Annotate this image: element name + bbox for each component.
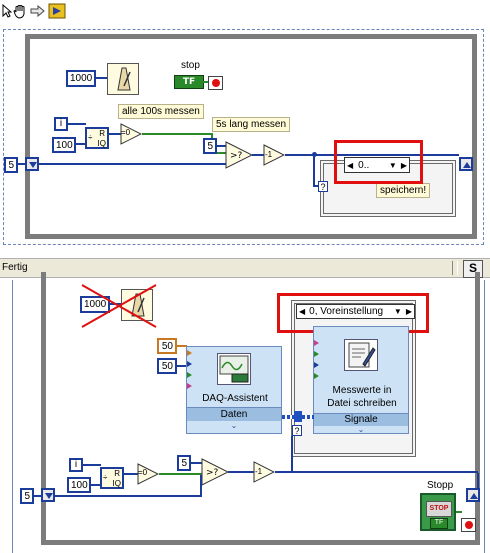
bottom-diagram-right-edge [484,280,485,553]
top-const-5-left[interactable]: 5 [4,157,18,173]
write-file-input[interactable]: Signale [314,413,408,426]
daq-input-terminals [187,350,193,390]
bottom-select-node[interactable]: >? [201,458,229,486]
bottom-quotient-remainder[interactable]: ÷ R IQ [100,467,124,489]
top-diagram-region [3,29,484,245]
top-stop-control[interactable]: TF [174,75,204,89]
top-save-note: speichern! [376,183,431,198]
status-bar: Fertig S [0,258,490,278]
write-file-icon [344,339,378,371]
top-note-100s: alle 100s messen [118,104,204,119]
bottom-const-50-b[interactable]: 50 [157,358,177,374]
bottom-decrement-node[interactable] [253,461,275,483]
write-file-input-terminals [314,340,320,390]
top-shift-register-left[interactable] [25,157,39,171]
pointer-tool-icon[interactable] [2,4,12,18]
daq-expand-chevron-icon[interactable]: ⌄ [230,421,238,430]
bottom-case-next-icon[interactable]: ▶ [405,307,412,316]
top-case-prev-icon[interactable]: ◀ [347,160,354,170]
top-iteration-terminal: i [54,117,68,131]
top-while-loop[interactable] [25,34,477,239]
bottom-const-5-inner[interactable]: 5 [177,455,191,471]
bottom-const-5-left[interactable]: 5 [20,488,34,504]
bottom-case-dropdown-icon[interactable]: ▼ [393,307,402,316]
top-highlight-box [334,140,423,184]
top-case-selector[interactable]: ◀ 0.. ▼ ▶ [344,157,410,173]
bottom-const-50-a[interactable]: 50 [157,338,177,354]
daq-assistant-icon [217,353,251,385]
top-equal-zero[interactable] [120,123,142,145]
top-wait-constant[interactable]: 1000 [66,70,96,87]
bottom-stop-label: Stopp [427,480,454,491]
bottom-while-loop[interactable] [41,272,480,545]
bottom-case-selector[interactable]: ◀ 0, Voreinstellung ▼ ▶ [296,304,415,319]
status-divider [452,261,458,275]
deleted-cross-icon [81,284,157,328]
daq-assistant-title: DAQ-Assistent [202,393,268,404]
step-arrow-icon[interactable] [30,5,46,17]
bottom-stop-button[interactable]: STOP [426,501,452,517]
top-shift-register-right[interactable] [459,157,473,171]
bottom-iteration-terminal: i [69,458,83,472]
svg-text:>?: >? [206,468,219,478]
write-file-title-line2: Datei schreiben [327,398,397,409]
bottom-shift-register-right[interactable] [466,488,480,502]
top-case-next-icon[interactable]: ▶ [400,160,407,170]
write-measurement-file[interactable]: Messwerte in Datei schreiben Signale ⌄ [313,326,409,434]
write-file-expand-chevron-icon[interactable]: ⌄ [357,425,365,434]
top-decrement-node[interactable] [263,144,285,166]
bottom-stop-control[interactable]: STOP TF [420,493,456,531]
bottom-const-100[interactable]: 100 [67,477,91,493]
top-note-5s: 5s lang messen [212,117,291,132]
bottom-equal-zero[interactable] [137,463,159,485]
top-case-dropdown-icon[interactable]: ▼ [388,160,397,170]
bottom-stop-condition-icon[interactable] [461,518,476,532]
top-toolbar [0,0,80,22]
highlight-execution-icon[interactable] [48,3,66,19]
svg-text:>?: >? [230,151,243,161]
status-text: Fertig [2,262,28,273]
top-const-100[interactable]: 100 [52,137,76,153]
bottom-shift-register-left[interactable] [41,488,55,502]
hand-tool-icon[interactable] [12,3,28,19]
top-wait-metronome-icon[interactable] [107,63,139,95]
daq-assistant[interactable]: DAQ-Assistent Daten ⌄ [186,346,282,434]
top-select-node[interactable]: >? [225,141,253,169]
top-case-selector-terminal[interactable]: ? [318,181,328,192]
daq-assistant-output[interactable]: Daten [187,407,281,421]
bottom-wait-constant[interactable]: 1000 [80,296,110,313]
top-stop-label: stop [181,60,200,71]
top-const-5-inner[interactable]: 5 [203,138,217,154]
bottom-diagram-left-edge [12,280,13,553]
bottom-case-selector-terminal[interactable]: ? [292,425,302,436]
top-stop-condition-icon[interactable] [208,76,223,90]
top-quotient-remainder[interactable]: ÷ R IQ [85,127,109,149]
write-file-title-line1: Messwerte in [332,385,392,396]
bottom-case-prev-icon[interactable]: ◀ [299,307,306,316]
